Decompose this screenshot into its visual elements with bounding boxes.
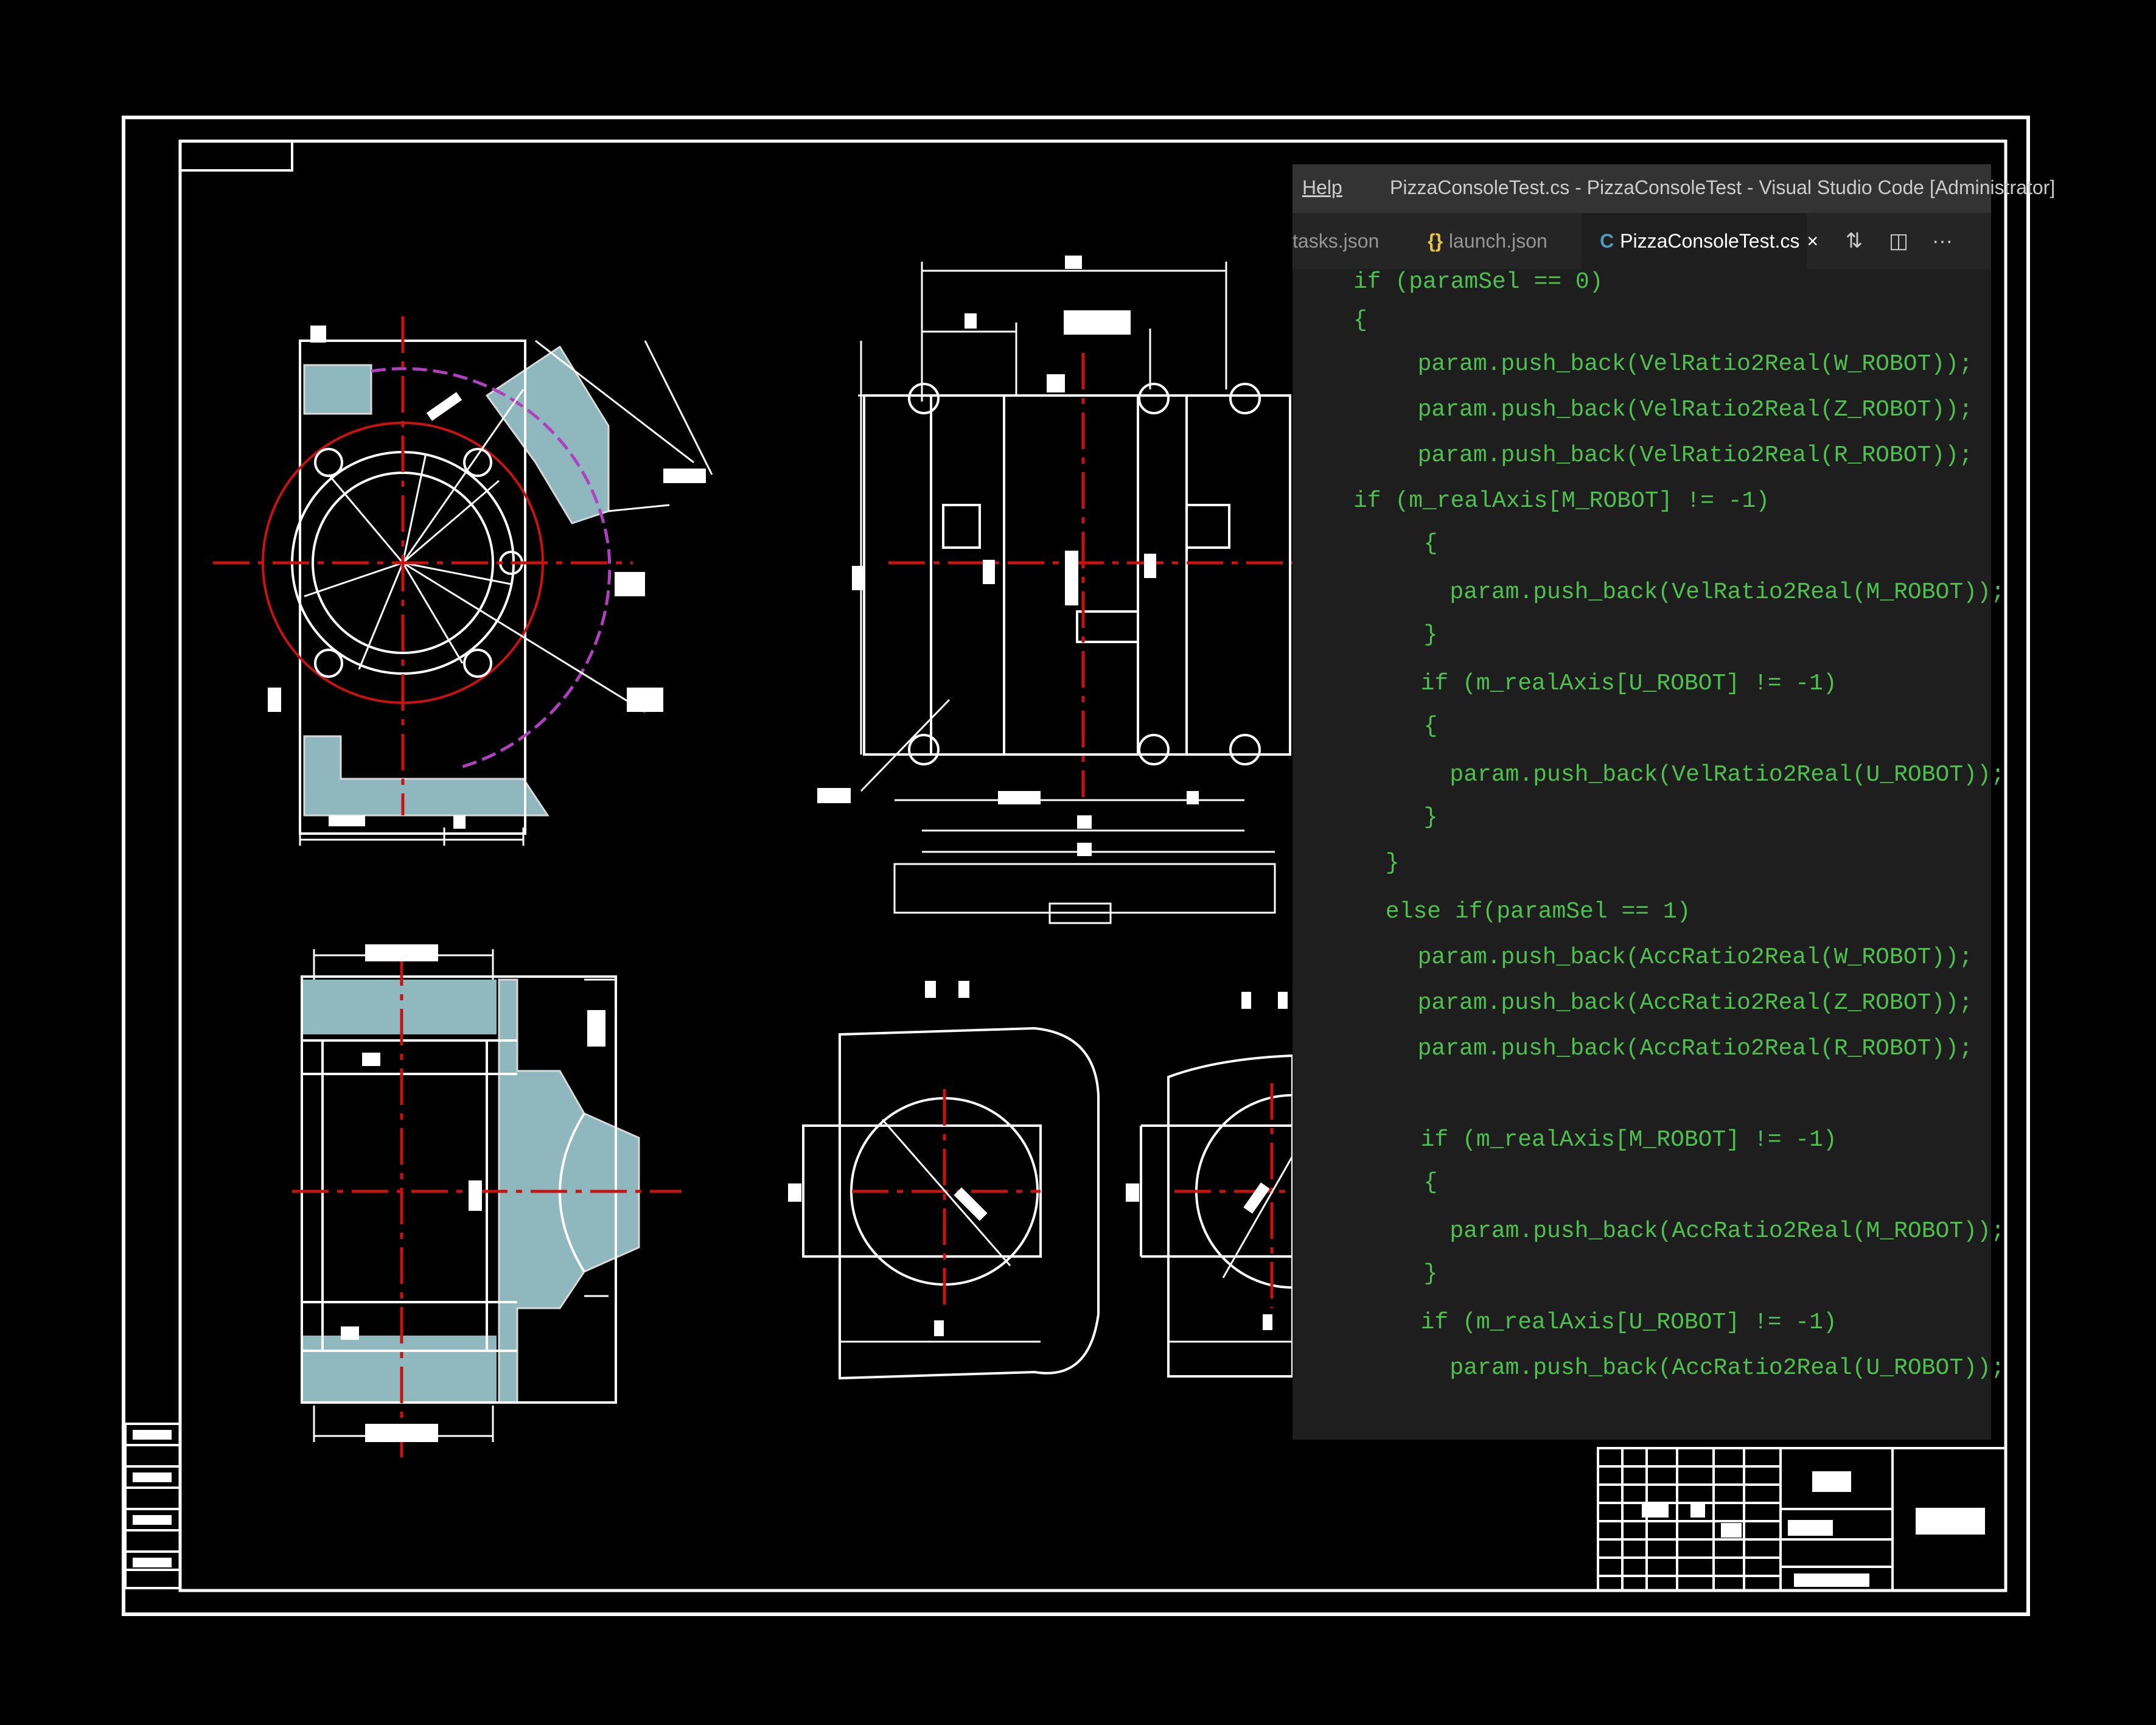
code-line: param.push_back(VelRatio2Real(Z_ROBOT)); xyxy=(1390,397,1973,423)
code-line: param.push_back(VelRatio2Real(U_ROBOT)); xyxy=(1408,762,2005,788)
code-line: else if(paramSel == 1) xyxy=(1372,899,1691,925)
menu-help[interactable]: Help xyxy=(1302,176,1342,198)
code-line: if (paramSel == 0) xyxy=(1353,269,1603,295)
git-compare-icon[interactable]: ⇅ xyxy=(1845,229,1863,253)
view-section-bottom-left xyxy=(292,944,682,1457)
tab-label: launch.json xyxy=(1448,230,1547,252)
tab-launch-json[interactable]: {}launch.json xyxy=(1428,213,1547,269)
view-detail-bottom-right xyxy=(1126,992,1294,1378)
csharp-file-icon: C xyxy=(1600,230,1614,252)
code-line: param.push_back(VelRatio2Real(M_ROBOT)); xyxy=(1408,579,2005,605)
code-line: } xyxy=(1396,622,1438,648)
code-line: param.push_back(VelRatio2Real(R_ROBOT)); xyxy=(1390,442,1973,469)
vscode-window: Help PizzaConsoleTest.cs - PizzaConsoleT… xyxy=(1293,164,2055,1440)
code-line: param.push_back(VelRatio2Real(W_ROBOT)); xyxy=(1390,351,1973,377)
code-line: { xyxy=(1396,531,1438,557)
view-detail-bottom-middle xyxy=(788,981,1100,1380)
title-block xyxy=(1597,1447,2007,1592)
tab-label: tasks.json xyxy=(1293,230,1380,252)
title-bar: Help PizzaConsoleTest.cs - PizzaConsoleT… xyxy=(1293,164,2055,213)
code-line: { xyxy=(1353,307,1367,333)
code-line: { xyxy=(1396,713,1438,739)
code-line: if (m_realAxis[U_ROBOT] != -1) xyxy=(1393,671,1837,697)
tab-bar: tasks.json {}launch.json C PizzaConsoleTe… xyxy=(1293,213,1991,269)
code-line: if (m_realAxis[M_ROBOT] != -1) xyxy=(1393,1127,1837,1153)
code-line: { xyxy=(1396,1169,1438,1196)
tab-tasks-json[interactable]: tasks.json xyxy=(1293,213,1379,269)
sheet-border xyxy=(122,116,2030,1616)
split-editor-icon[interactable]: ◫ xyxy=(1888,229,1909,253)
tab-pizzaconsoletest-cs[interactable]: C PizzaConsoleTest.cs × xyxy=(1582,213,1818,269)
code-line: param.push_back(AccRatio2Real(U_ROBOT)); xyxy=(1408,1355,2005,1381)
code-line: param.push_back(AccRatio2Real(Z_ROBOT)); xyxy=(1390,990,1973,1016)
code-line: } xyxy=(1396,804,1438,831)
json-file-icon: {} xyxy=(1428,230,1443,252)
close-icon[interactable]: × xyxy=(1807,230,1819,252)
tab-label: PizzaConsoleTest.cs xyxy=(1620,230,1800,252)
code-line: } xyxy=(1396,1261,1438,1287)
code-line: param.push_back(AccRatio2Real(R_ROBOT)); xyxy=(1390,1036,1973,1062)
revision-strip xyxy=(124,1423,181,1589)
code-line: if (m_realAxis[U_ROBOT] != -1) xyxy=(1393,1309,1837,1336)
code-line: } xyxy=(1372,850,1400,876)
view-front-top-middle xyxy=(817,256,1293,924)
view-flange-top-left xyxy=(213,316,713,846)
more-actions-icon[interactable]: ··· xyxy=(1932,229,1953,253)
code-line: param.push_back(AccRatio2Real(M_ROBOT)); xyxy=(1408,1218,2005,1244)
code-line: if (m_realAxis[M_ROBOT] != -1) xyxy=(1353,488,1770,514)
code-line: param.push_back(AccRatio2Real(W_ROBOT)); xyxy=(1390,944,1973,971)
code-editor[interactable]: if (paramSel == 0) { param.push_back(VelR… xyxy=(1293,269,2005,1440)
window-title: PizzaConsoleTest.cs - PizzaConsoleTest -… xyxy=(1390,176,2056,198)
